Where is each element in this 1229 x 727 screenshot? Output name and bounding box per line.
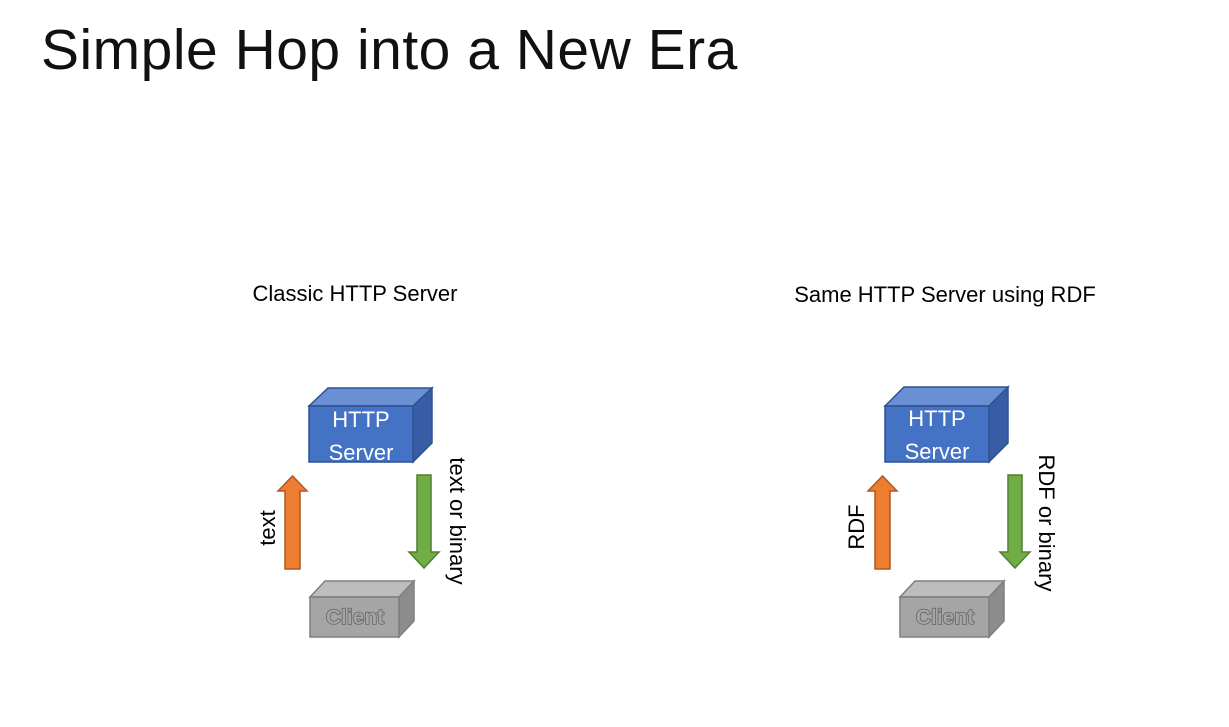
response-arrow-icon	[998, 474, 1032, 570]
server-label-line1: HTTP	[332, 407, 389, 432]
server-box-top	[307, 387, 434, 407]
request-arrow-label: text	[255, 510, 280, 545]
client-box-front	[899, 596, 990, 638]
server-label-line2: Server	[329, 440, 394, 465]
request-arrow-icon	[866, 474, 899, 570]
server-box-front	[308, 405, 414, 463]
request-arrow-icon	[276, 474, 309, 570]
client-box-top	[898, 580, 1006, 598]
client-label: Client	[326, 606, 384, 629]
client-box-top	[308, 580, 416, 598]
server-box: HTTP Server	[883, 385, 1010, 464]
client-box-front	[309, 596, 400, 638]
response-arrow-label: RDF or binary	[1034, 455, 1059, 592]
server-box: HTTP Server	[307, 386, 434, 465]
server-label-line2: Server	[905, 439, 970, 464]
diagram-caption: Same HTTP Server using RDF	[794, 282, 1096, 307]
response-arrow-label: text or binary	[445, 457, 470, 584]
request-arrow-label: RDF	[844, 504, 869, 549]
slide-title: Simple Hop into a New Era	[41, 18, 738, 82]
client-label: Client	[916, 606, 974, 629]
diagram-classic: Classic HTTP Server HTTP Server Client t…	[253, 281, 470, 639]
client-box: Client	[898, 579, 1006, 639]
response-arrow-icon	[407, 474, 441, 570]
diagram-rdf: Same HTTP Server using RDF HTTP Server C…	[794, 282, 1096, 639]
server-box-top	[883, 386, 1010, 407]
client-box: Client	[308, 579, 416, 639]
diagram-caption: Classic HTTP Server	[253, 281, 458, 306]
server-box-front	[884, 405, 990, 463]
server-label-line1: HTTP	[908, 406, 965, 431]
